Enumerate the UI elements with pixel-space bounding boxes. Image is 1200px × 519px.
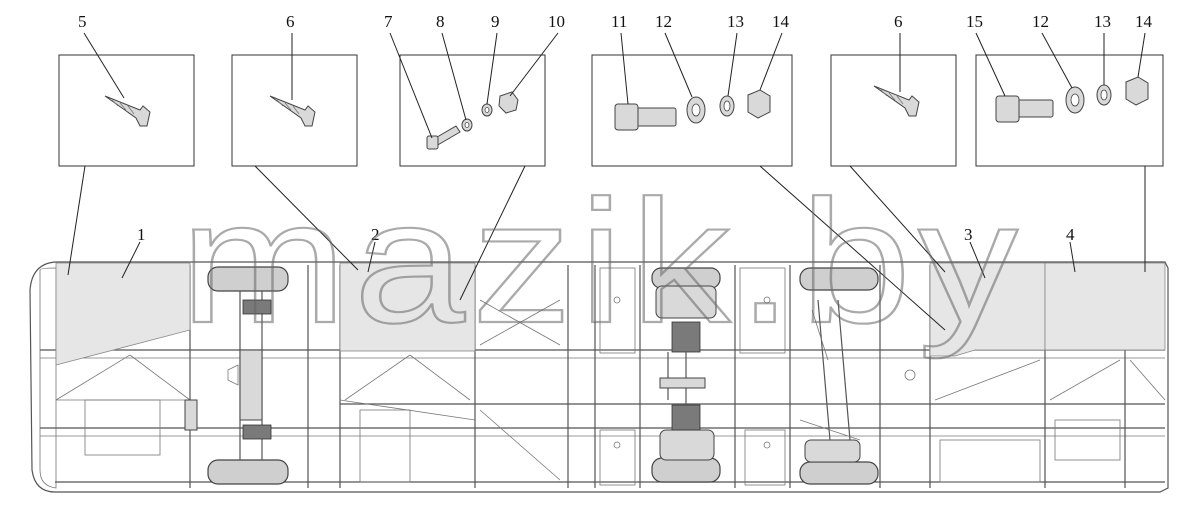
callout-number-15: 15 bbox=[966, 12, 983, 31]
callout-number-10: 10 bbox=[548, 12, 565, 31]
flat-washer-icon bbox=[461, 118, 473, 132]
callout-number-4: 4 bbox=[1066, 225, 1075, 244]
callout-number-6-right: 6 bbox=[894, 12, 903, 31]
hex-nut-icon bbox=[747, 89, 771, 119]
callout-number-13-right: 13 bbox=[1094, 12, 1111, 31]
watermark-text: mazik.by bbox=[180, 165, 1025, 360]
callout-number-8: 8 bbox=[436, 12, 445, 31]
callout-number-7: 7 bbox=[384, 12, 393, 31]
bolt-icon bbox=[995, 95, 1054, 123]
callout-number-5: 5 bbox=[78, 12, 87, 31]
callout-number-3: 3 bbox=[964, 225, 973, 244]
callout-number-13: 13 bbox=[727, 12, 744, 31]
callout-number-9: 9 bbox=[491, 12, 500, 31]
spring-washer-icon bbox=[1096, 84, 1112, 106]
callout-box-screw-6-right bbox=[830, 54, 957, 167]
leader-lines bbox=[67, 32, 1146, 331]
callout-number-14-right: 14 bbox=[1135, 12, 1153, 31]
callout-number-12-right: 12 bbox=[1032, 12, 1049, 31]
self-tapping-screw-icon bbox=[873, 85, 920, 117]
self-tapping-screw-icon bbox=[104, 95, 151, 127]
panel-callout-numbers: 1 2 3 4 bbox=[137, 225, 1075, 244]
rear-axle bbox=[799, 267, 879, 485]
callout-number-2: 2 bbox=[371, 225, 380, 244]
top-callout-numbers: 5 6 7 8 9 10 11 12 13 14 6 15 12 13 14 bbox=[78, 12, 1153, 31]
bolt-icon bbox=[426, 125, 461, 150]
self-tapping-screw-icon bbox=[269, 95, 316, 127]
panel-2 bbox=[339, 262, 476, 352]
callout-number-12: 12 bbox=[655, 12, 672, 31]
hex-nut-icon bbox=[1125, 76, 1149, 106]
callout-box-bolt-set-7-10 bbox=[399, 54, 546, 167]
callout-number-6: 6 bbox=[286, 12, 295, 31]
panel-4 bbox=[1044, 262, 1166, 351]
spring-washer-icon bbox=[719, 95, 735, 117]
callout-number-1: 1 bbox=[137, 225, 146, 244]
bolt-icon bbox=[614, 103, 677, 131]
hex-nut-icon bbox=[498, 91, 519, 114]
spring-washer-icon bbox=[481, 103, 493, 117]
panel-1 bbox=[55, 262, 191, 366]
callout-number-11: 11 bbox=[611, 12, 627, 31]
flat-washer-icon bbox=[686, 96, 706, 124]
middle-axle bbox=[651, 267, 721, 483]
callout-number-14: 14 bbox=[772, 12, 790, 31]
front-axle bbox=[184, 266, 289, 485]
flat-washer-icon bbox=[1065, 86, 1085, 114]
